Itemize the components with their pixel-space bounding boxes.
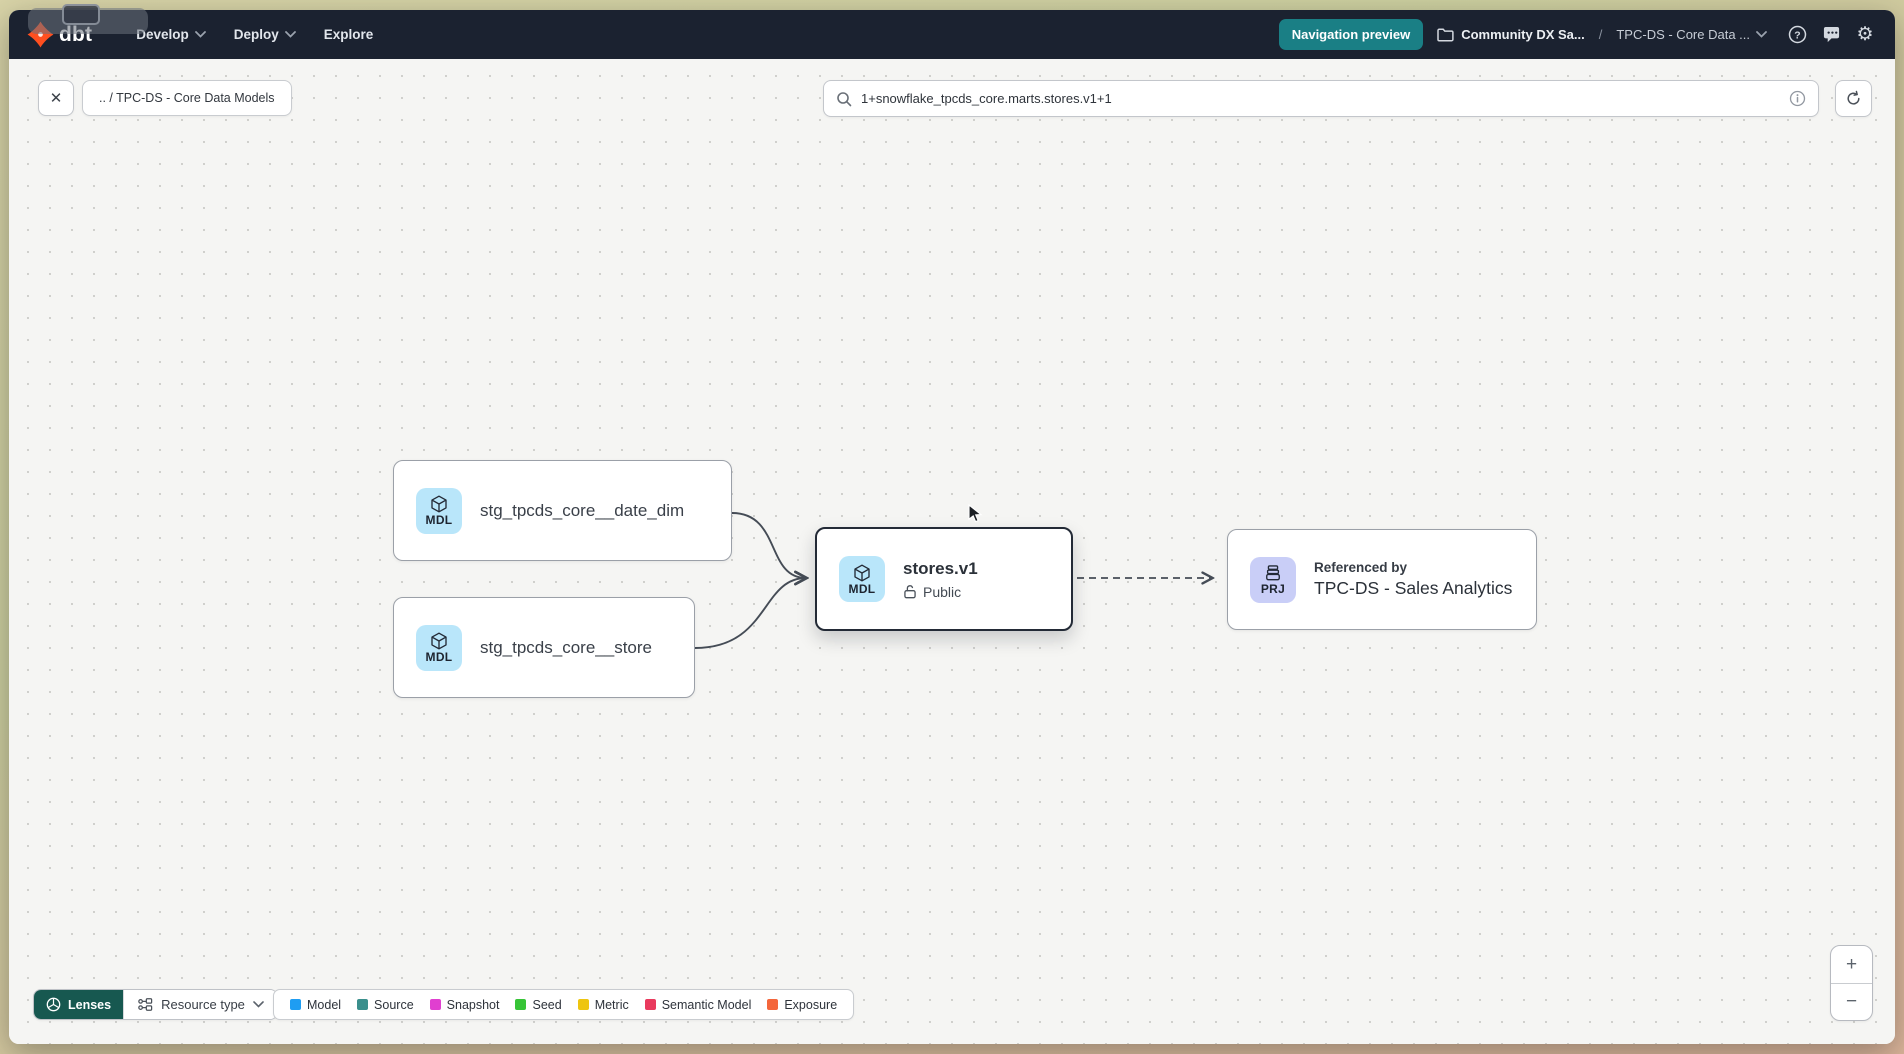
- zoom-out-button[interactable]: −: [1831, 983, 1872, 1020]
- legend-item-exposure: Exposure: [767, 998, 837, 1012]
- model-swatch: [290, 999, 301, 1010]
- search-icon: [836, 91, 852, 107]
- node-referenced-by-project[interactable]: PRJ Referenced by TPC-DS - Sales Analyti…: [1227, 529, 1537, 630]
- semantic-model-swatch: [645, 999, 656, 1010]
- nav-menu-deploy[interactable]: Deploy: [220, 19, 310, 50]
- svg-text:?: ?: [1794, 30, 1800, 41]
- lineage-search-bar[interactable]: [823, 80, 1819, 117]
- node-stg-tpcds-core-store[interactable]: MDL stg_tpcds_core__store: [393, 597, 695, 698]
- refresh-lineage-button[interactable]: [1835, 80, 1872, 117]
- project-badge: PRJ: [1250, 557, 1296, 603]
- minus-icon: −: [1846, 991, 1857, 1013]
- zoom-in-button[interactable]: +: [1831, 946, 1872, 983]
- legend-item-metric: Metric: [578, 998, 629, 1012]
- navigation-preview-badge[interactable]: Navigation preview: [1279, 19, 1423, 50]
- node-title: TPC-DS - Sales Analytics: [1314, 578, 1512, 599]
- exposure-swatch: [767, 999, 778, 1010]
- zoom-controls: + −: [1830, 945, 1873, 1021]
- node-label: stg_tpcds_core__store: [480, 638, 652, 658]
- unlock-icon: [903, 584, 917, 599]
- resource-graph-icon: [137, 997, 153, 1012]
- breadcrumb-separator: /: [1599, 27, 1603, 42]
- settings-gear-icon[interactable]: ⚙: [1855, 25, 1875, 45]
- node-title: stores.v1: [903, 559, 978, 579]
- chevron-down-icon: [195, 31, 206, 38]
- model-badge: MDL: [839, 556, 885, 602]
- folder-icon: [1437, 28, 1454, 42]
- close-lineage-button[interactable]: ✕: [38, 80, 74, 116]
- resource-type-dropdown[interactable]: Resource type: [123, 990, 277, 1019]
- resource-type-legend: Model Source Snapshot Seed Metric Semant…: [273, 989, 854, 1020]
- cube-icon: [428, 494, 450, 514]
- mouse-cursor: [968, 504, 984, 524]
- model-badge: MDL: [416, 625, 462, 671]
- node-kicker: Referenced by: [1314, 560, 1512, 575]
- node-stg-tpcds-core-date-dim[interactable]: MDL stg_tpcds_core__date_dim: [393, 460, 732, 561]
- nav-menu-explore[interactable]: Explore: [310, 19, 388, 50]
- cube-icon: [851, 563, 873, 583]
- close-icon: ✕: [50, 89, 63, 107]
- node-label: stg_tpcds_core__date_dim: [480, 501, 684, 521]
- legend-item-semantic-model: Semantic Model: [645, 998, 752, 1012]
- info-icon[interactable]: [1789, 90, 1806, 107]
- lineage-canvas[interactable]: ✕ .. / TPC-DS - Core Data Models MDL stg…: [9, 59, 1895, 1044]
- help-icon[interactable]: ?: [1787, 25, 1807, 45]
- legend-item-model: Model: [290, 998, 341, 1012]
- dbt-cloud-window: dbt Develop Deploy Explore Navigation pr…: [9, 10, 1895, 1044]
- lineage-breadcrumb-chip[interactable]: .. / TPC-DS - Core Data Models: [82, 80, 292, 116]
- chevron-down-icon: [253, 1001, 264, 1008]
- node-stores-v1[interactable]: MDL stores.v1 Public: [815, 527, 1073, 631]
- legend-item-seed: Seed: [515, 998, 561, 1012]
- lenses-button[interactable]: Lenses: [34, 990, 123, 1019]
- archive-stack-icon: [1262, 563, 1284, 583]
- seed-swatch: [515, 999, 526, 1010]
- top-navbar: dbt Develop Deploy Explore Navigation pr…: [9, 10, 1895, 59]
- metric-swatch: [578, 999, 589, 1010]
- capture-overlay-tab-icon: [62, 4, 100, 25]
- chevron-down-icon: [285, 31, 296, 38]
- breadcrumb-project[interactable]: TPC-DS - Core Data ...: [1616, 27, 1767, 42]
- legend-item-snapshot: Snapshot: [430, 998, 500, 1012]
- refresh-icon: [1845, 90, 1862, 107]
- lens-aperture-icon: [46, 997, 61, 1012]
- legend-item-source: Source: [357, 998, 414, 1012]
- source-swatch: [357, 999, 368, 1010]
- model-badge: MDL: [416, 488, 462, 534]
- search-input[interactable]: [861, 91, 1780, 106]
- breadcrumb-account[interactable]: Community DX Sa...: [1437, 27, 1585, 42]
- node-access: Public: [903, 584, 978, 600]
- feedback-icon[interactable]: [1821, 25, 1841, 45]
- lens-controls: Lenses Resource type: [33, 989, 278, 1020]
- snapshot-swatch: [430, 999, 441, 1010]
- plus-icon: +: [1846, 954, 1857, 976]
- chevron-down-icon: [1756, 31, 1767, 38]
- cube-icon: [428, 631, 450, 651]
